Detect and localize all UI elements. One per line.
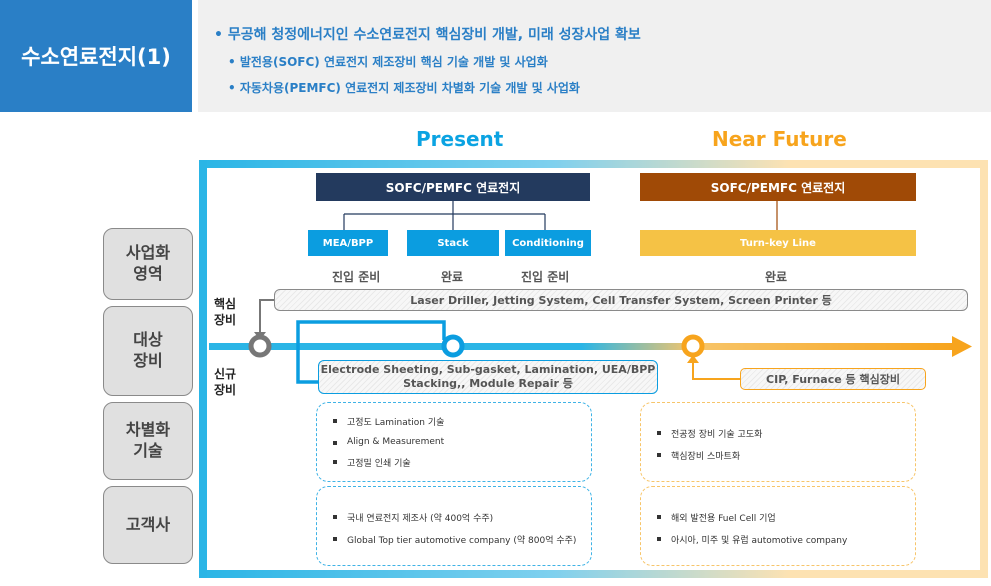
row-label-customer: 고객사 [103,486,193,564]
list-item: 국내 연료전지 제조사 (약 400억 수주) [333,511,591,524]
list-item: 전공정 장비 기술 고도화 [657,427,915,440]
customer-future-box: 해외 발전용 Fuel Cell 기업 아시아, 미주 및 유럽 automot… [640,486,916,566]
frame-right-border [980,160,988,578]
row-label-equipment: 대상 장비 [103,306,193,396]
list-item: 고정도 Lamination 기술 [333,415,591,428]
frame-left-border [199,160,207,578]
mea-bpp-box: MEA/BPP [308,230,388,256]
conditioning-box: Conditioning [505,230,591,256]
core-equipment-label: 핵심 장비 [214,297,237,328]
row-label-business-text: 사업화 영역 [125,243,171,283]
summary-bullet-sofc: • 발전용(SOFC) 연료전지 제조장비 핵심 기술 개발 및 사업화 [228,55,548,69]
tech-future-box: 전공정 장비 기술 고도화 핵심장비 스마트화 [640,402,916,482]
tech-present-list: 고정도 Lamination 기술 Align & Measurement 고정… [333,415,591,469]
turnkey-line-box: Turn-key Line [640,230,916,256]
status-stack: 완료 [441,270,464,284]
status-conditioning: 진입 준비 [521,270,570,284]
near-future-heading: Near Future [712,127,847,151]
frame-top-border [199,160,988,168]
new-equipment-present-box: Electrode Sheeting, Sub-gasket, Laminati… [318,360,658,394]
row-label-technology: 차별화 기술 [103,402,193,480]
status-turnkey: 완료 [765,270,788,284]
row-label-customer-text: 고객사 [125,514,171,534]
tech-present-box: 고정도 Lamination 기술 Align & Measurement 고정… [316,402,592,482]
customer-present-box: 국내 연료전지 제조사 (약 400억 수주) Global Top tier … [316,486,592,566]
row-label-equipment-text: 대상 장비 [133,330,163,370]
future-fuelcell-box: SOFC/PEMFC 연료전지 [640,173,916,201]
status-mea-bpp: 진입 준비 [332,270,381,284]
present-fuelcell-box: SOFC/PEMFC 연료전지 [316,173,590,201]
row-label-business: 사업화 영역 [103,228,193,300]
customer-future-list: 해외 발전용 Fuel Cell 기업 아시아, 미주 및 유럽 automot… [657,511,915,546]
customer-present-list: 국내 연료전지 제조사 (약 400억 수주) Global Top tier … [333,511,591,546]
list-item: 해외 발전용 Fuel Cell 기업 [657,511,915,524]
summary-bullet-pemfc: • 자동차용(PEMFC) 연료전지 제조장비 차별화 기술 개발 및 사업화 [228,81,580,95]
list-item: Align & Measurement [333,437,591,447]
list-item: 고정밀 인쇄 기술 [333,456,591,469]
page-title: 수소연료전지(1) [0,0,192,112]
summary-bullet-main: • 무공해 청정에너지인 수소연료전지 핵심장비 개발, 미래 성장사업 확보 [214,27,641,43]
core-equipment-bar: Laser Driller, Jetting System, Cell Tran… [274,289,968,311]
list-item: 아시아, 미주 및 유럽 automotive company [657,533,915,546]
present-heading: Present [416,127,504,151]
list-item: Global Top tier automotive company (약 80… [333,533,591,546]
list-item: 핵심장비 스마트화 [657,449,915,462]
tech-future-list: 전공정 장비 기술 고도화 핵심장비 스마트화 [657,427,915,462]
frame-bottom-border [199,570,988,578]
new-equipment-future-box: CIP, Furnace 등 핵심장비 [740,368,926,390]
summary-panel: • 무공해 청정에너지인 수소연료전지 핵심장비 개발, 미래 성장사업 확보 … [198,0,991,112]
stack-box: Stack [407,230,499,256]
new-equipment-label: 신규 장비 [214,367,237,398]
row-label-technology-text: 차별화 기술 [125,420,171,460]
